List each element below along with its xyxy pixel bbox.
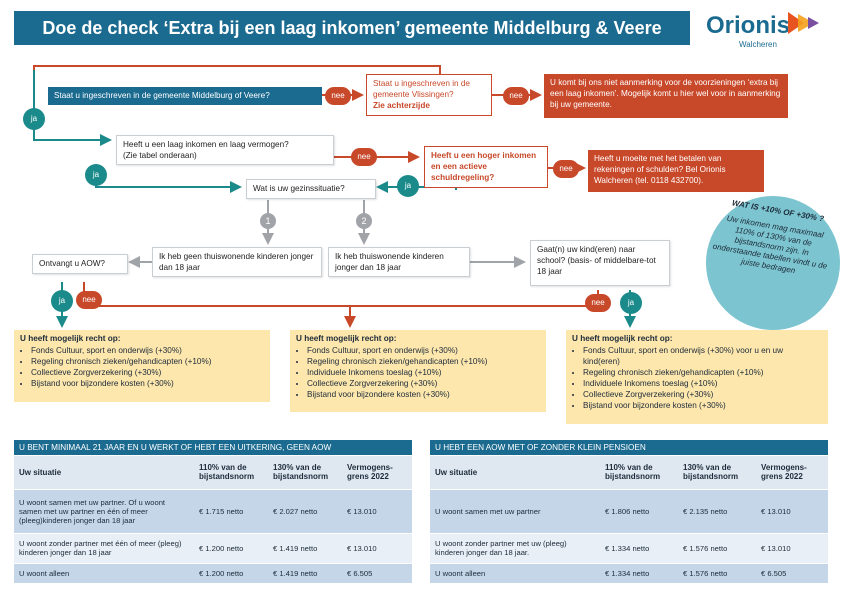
list-item: Regeling chronisch zieken/gehandicapten … [31, 356, 264, 367]
list-item: Collectieve Zorgverzekering (+30%) [583, 389, 822, 400]
income-table-no-aow: U BENT MINIMAAL 21 JAAR EN U WERKT OF HE… [14, 440, 412, 584]
table-cell: U woont samen met uw partner [430, 489, 600, 534]
table-cell: € 1.576 netto [678, 563, 756, 584]
question-household: Wat is uw gezinssituatie? [246, 179, 376, 199]
table-cell: € 2.027 netto [268, 489, 342, 534]
ja-badge: ja [620, 292, 642, 314]
table-cell: U woont zonder partner met uw (pleeg) ki… [430, 533, 600, 564]
table-row: U woont samen met uw partner. Of u woont… [14, 489, 412, 534]
column-header: 110% van de bijstandsnorm [600, 455, 678, 490]
list-item: Fonds Cultuur, sport en onderwijs (+30%) [31, 345, 264, 356]
nee-badge: nee [351, 148, 377, 166]
option-children: Ik heb thuiswonende kinderen jonger dan … [328, 247, 470, 277]
list-item: Bijstand voor bijzondere kosten (+30%) [31, 378, 264, 389]
column-header: 130% van de bijstandsnorm [678, 455, 756, 490]
result-debts: Heeft u moeite met het betalen van reken… [588, 150, 764, 192]
table-cell: € 6.505 [756, 563, 828, 584]
table-row: U woont alleen € 1.200 netto € 1.419 net… [14, 563, 412, 584]
table-cell: € 13.010 [342, 533, 412, 564]
table-cell: U woont alleen [14, 563, 194, 584]
question-vlissingen-note: Zie achterzijde [373, 101, 430, 110]
result-not-eligible: U komt bij ons niet aanmerking voor de v… [544, 74, 788, 118]
list-item: Individuele Inkomens toeslag (+10%) [583, 378, 822, 389]
table-cell: € 1.419 netto [268, 533, 342, 564]
list-item: Fonds Cultuur, sport en onderwijs (+30%) [307, 345, 540, 356]
list-item: Fonds Cultuur, sport en onderwijs (+30%)… [583, 345, 822, 367]
question-registered: Staat u ingeschreven in de gemeente Midd… [48, 87, 322, 105]
logo-arrow-icon [788, 12, 819, 34]
question-aow: Ontvangt u AOW? [32, 254, 128, 274]
question-low-income: Heeft u een laag inkomen en laag vermoge… [116, 135, 334, 165]
table-cell: € 13.010 [756, 489, 828, 534]
nee-badge: nee [503, 87, 529, 105]
table-cell: € 1.715 netto [194, 489, 268, 534]
option-2-marker: 2 [356, 213, 372, 229]
table-row: U woont zonder partner met uw (pleeg) ki… [430, 533, 828, 564]
column-header: 130% van de bijstandsnorm [268, 455, 342, 490]
table-cell: € 6.505 [342, 563, 412, 584]
logo-subtitle: Walcheren [739, 40, 777, 49]
list-item: Collectieve Zorgverzekering (+30%) [31, 367, 264, 378]
nee-badge: nee [76, 291, 102, 309]
column-header: Vermogens-grens 2022 [342, 455, 412, 490]
info-bubble [706, 196, 840, 330]
question-school: Gaat(n) uw kind(eren) naar school? (basi… [530, 240, 670, 286]
result-box-aow: U heeft mogelijk recht op: Fonds Cultuur… [14, 330, 270, 402]
question-low-income-text: Heeft u een laag inkomen en laag vermoge… [123, 140, 289, 149]
ja-badge: ja [85, 164, 107, 186]
ja-badge: ja [51, 290, 73, 312]
list-item: Bijstand voor bijzondere kosten (+30%) [583, 400, 822, 411]
table-cell: € 13.010 [342, 489, 412, 534]
table-cell: € 1.576 netto [678, 533, 756, 564]
nee-badge: nee [553, 160, 579, 178]
nee-badge: nee [585, 294, 611, 312]
nee-badge: nee [325, 87, 351, 105]
header-bar [14, 11, 690, 45]
table-cell: € 1.806 netto [600, 489, 678, 534]
ja-badge: ja [397, 175, 419, 197]
list-item: Collectieve Zorgverzekering (+30%) [307, 378, 540, 389]
table-row: U woont alleen € 1.334 netto € 1.576 net… [430, 563, 828, 584]
option-1-marker: 1 [260, 213, 276, 229]
table-caption: U BENT MINIMAAL 21 JAAR EN U WERKT OF HE… [14, 440, 412, 456]
table-cell: € 1.200 netto [194, 533, 268, 564]
table-cell: € 13.010 [756, 533, 828, 564]
question-low-income-note: (Zie tabel onderaan) [123, 151, 197, 160]
result-box-no-aow: U heeft mogelijk recht op: Fonds Cultuur… [290, 330, 546, 412]
table-cell: U woont samen met uw partner. Of u woont… [14, 489, 194, 534]
column-header: 110% van de bijstandsnorm [194, 455, 268, 490]
column-header: Uw situatie [430, 455, 600, 490]
table-row: U woont zonder partner met één of meer (… [14, 533, 412, 564]
income-table-aow: U HEBT EEN AOW MET OF ZONDER KLEIN PENSI… [430, 440, 828, 584]
question-higher-income: Heeft u een hoger inkomen en een actieve… [424, 146, 548, 188]
list-item: Regeling chronisch zieken/gehandicapten … [583, 367, 822, 378]
table-cell: € 2.135 netto [678, 489, 756, 534]
result-box-school: U heeft mogelijk recht op: Fonds Cultuur… [566, 330, 828, 424]
table-cell: € 1.334 netto [600, 533, 678, 564]
list-item: Bijstand voor bijzondere kosten (+30%) [307, 389, 540, 400]
list-item: Regeling chronisch zieken/gehandicapten … [307, 356, 540, 367]
table-row: U woont samen met uw partner € 1.806 net… [430, 489, 828, 534]
result-title: U heeft mogelijk recht op: [20, 334, 121, 343]
ja-badge: ja [23, 108, 45, 130]
logo-wordmark: Orionis [706, 12, 791, 39]
table-cell: € 1.334 netto [600, 563, 678, 584]
column-header: Vermogens-grens 2022 [756, 455, 828, 490]
page-title: Doe de check ‘Extra bij een laag inkomen… [42, 18, 662, 38]
question-vlissingen: Staat u ingeschreven in de gemeente Vlis… [366, 74, 492, 116]
result-title: U heeft mogelijk recht op: [296, 334, 397, 343]
list-item: Individuele Inkomens toeslag (+10%) [307, 367, 540, 378]
table-cell: € 1.200 netto [194, 563, 268, 584]
option-no-children: Ik heb geen thuiswonende kinderen jonger… [152, 247, 322, 277]
table-cell: U woont alleen [430, 563, 600, 584]
table-cell: U woont zonder partner met één of meer (… [14, 533, 194, 564]
result-title: U heeft mogelijk recht op: [572, 334, 673, 343]
question-vlissingen-text: Staat u ingeschreven in de gemeente Vlis… [373, 79, 470, 99]
column-header: Uw situatie [14, 455, 194, 490]
table-caption: U HEBT EEN AOW MET OF ZONDER KLEIN PENSI… [430, 440, 828, 456]
table-cell: € 1.419 netto [268, 563, 342, 584]
